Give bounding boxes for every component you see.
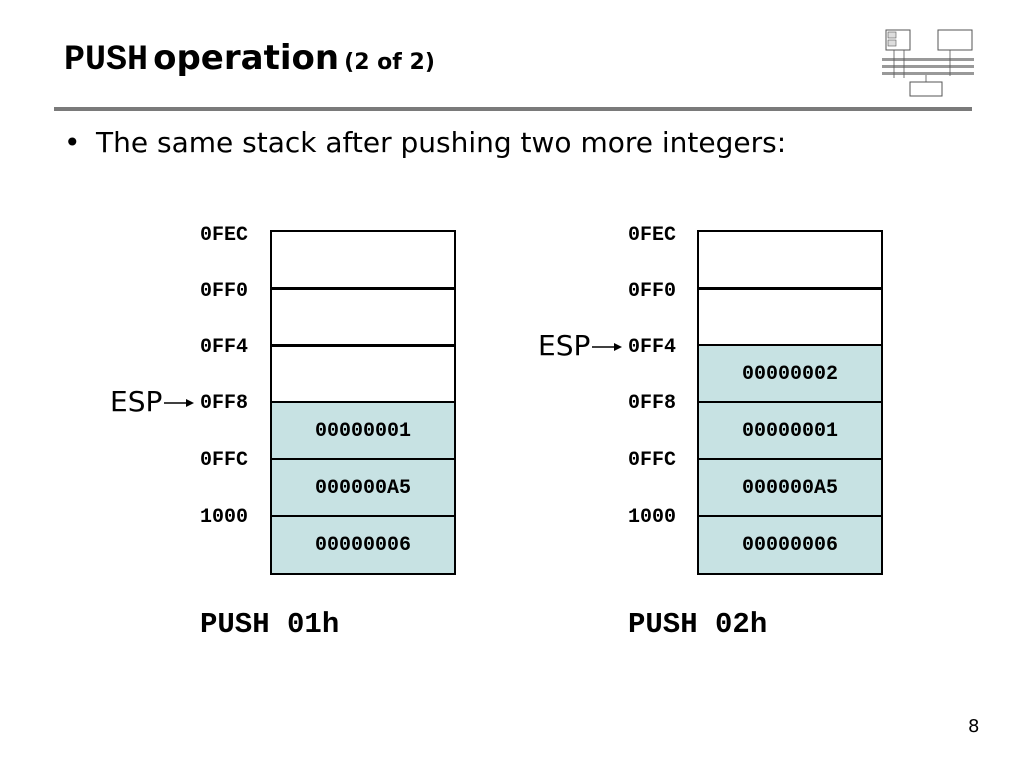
push-operation-label: PUSH 01h [200, 608, 340, 641]
stack-cell [697, 230, 883, 290]
push-operation-label: PUSH 02h [628, 608, 768, 641]
address-label: 0FF0 [628, 280, 677, 303]
title-suffix: (2 of 2) [344, 50, 435, 75]
stack-cell: 00000001 [270, 401, 456, 461]
address-label: 0FEC [628, 224, 677, 247]
stack-cell: 000000A5 [697, 458, 883, 518]
stack-cell [697, 287, 883, 347]
esp-pointer-label: ESP [110, 385, 163, 418]
address-label: 1000 [628, 506, 677, 529]
address-label: 0FF4 [628, 336, 677, 359]
address-label: 0FF0 [200, 280, 249, 303]
stack-cell [270, 230, 456, 290]
bullet-point: • The same stack after pushing two more i… [64, 126, 786, 159]
stack-cell: 00000001 [697, 401, 883, 461]
title-rule [54, 107, 972, 111]
page-number: 8 [968, 716, 980, 737]
address-label: 0FF4 [200, 336, 249, 359]
stack-cell [270, 344, 456, 404]
bullet-text: The same stack after pushing two more in… [96, 126, 787, 159]
address-label: 1000 [200, 506, 249, 529]
title-main-part: operation [153, 38, 340, 78]
stack-cell [270, 287, 456, 347]
address-label: 0FFC [200, 449, 249, 472]
address-label: 0FEC [200, 224, 249, 247]
esp-arrow-icon [592, 343, 622, 351]
slide-title: PUSH operation (2 of 2) [64, 38, 435, 88]
address-label: 0FF8 [200, 392, 249, 415]
address-label: 0FFC [628, 449, 677, 472]
computer-architecture-logo-icon [882, 29, 974, 97]
stack-cell: 00000002 [697, 344, 883, 404]
address-label: 0FF8 [628, 392, 677, 415]
esp-pointer-label: ESP [538, 329, 591, 362]
stack-cell: 000000A5 [270, 458, 456, 518]
bullet-marker: • [64, 126, 81, 159]
stack-cell: 00000006 [697, 515, 883, 575]
title-mono-part: PUSH [64, 40, 149, 80]
stack-cell: 00000006 [270, 515, 456, 575]
esp-arrow-icon [164, 399, 194, 407]
